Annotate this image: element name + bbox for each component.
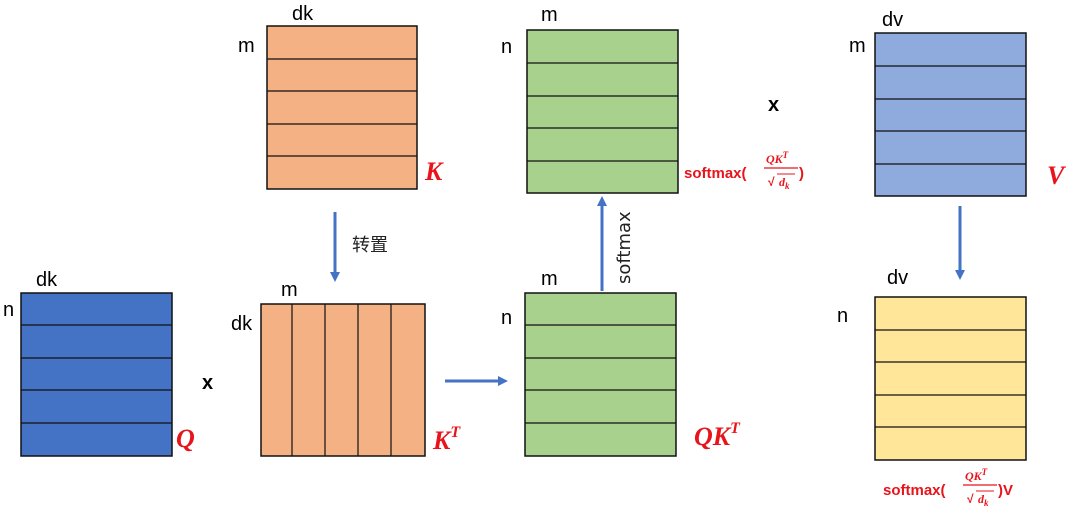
qkt-matrix-body [524,292,677,457]
qkt-row-dim: n [501,307,512,329]
k-matrix: dk m K [238,3,444,190]
v-matrix-body [874,32,1027,197]
output-col-dim: dv [887,267,908,289]
q-col-dim: dk [36,269,58,291]
kt-label: KT [432,424,461,455]
q-row-dim: n [3,299,14,321]
kt-col-dim: m [281,279,298,301]
k-row-dim: m [238,35,255,57]
q-matrix: dk n Q [3,269,195,457]
formula-denominator: dk [779,175,790,191]
transpose-label: 转置 [352,235,388,256]
softmax-formula: softmax( QKT √ dk ) [684,150,804,191]
kt-row-dim: dk [231,313,253,335]
output-row-dim: n [837,305,848,327]
k-matrix-body [266,25,418,190]
formula-numerator: QKT [766,150,789,166]
output-formula-numerator: QKT [965,467,988,483]
kt-matrix: m dk KT [231,279,461,457]
softmax-row-dim: n [501,36,512,58]
output-formula: softmax( QKT √ dk )V [883,467,1013,508]
q-matrix-body [20,292,173,457]
qkt-matrix: m n QKT [501,268,741,457]
softmax-col-dim: m [541,4,558,26]
multiply-operator: x [202,372,213,394]
v-row-dim: m [849,35,866,57]
k-label: K [424,157,444,186]
v-label: V [1047,161,1067,190]
q-label: Q [176,424,195,453]
output-formula-prefix: softmax( [883,482,946,499]
softmax-formula-prefix: softmax( [684,165,747,182]
softmax-formula-suffix: ) [799,165,804,182]
output-matrix: dv n [837,267,1027,461]
kt-matrix-body [260,303,426,457]
softmax-matrix: m n [501,4,679,194]
softmax-matrix-body [526,29,679,194]
qkt-label: QKT [694,420,741,451]
v-col-dim: dv [882,9,903,31]
output-matrix-body [874,296,1027,461]
softmax-step: softmax [597,196,635,291]
output-formula-denominator: dk [978,492,989,508]
output-formula-sqrt: √ [967,492,974,506]
transpose-step: 转置 [330,212,388,282]
multiply-operator-v: x [768,94,779,116]
v-matrix: dv m V [849,9,1067,197]
softmax-arrow-label: softmax [614,211,635,284]
formula-sqrt: √ [768,175,775,189]
k-col-dim: dk [292,3,314,25]
output-formula-suffix: )V [998,482,1013,499]
qkt-col-dim: m [541,268,558,290]
